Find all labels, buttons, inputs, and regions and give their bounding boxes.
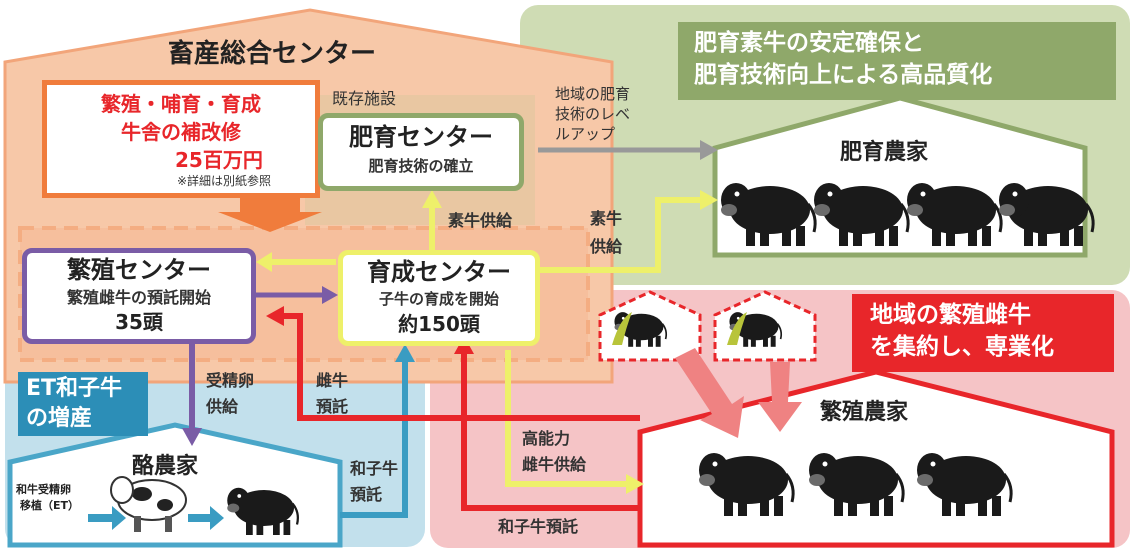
embryo-transfer-label-2: 移植（ET） — [20, 499, 80, 512]
high-perf-heifer-head — [626, 474, 644, 494]
center-title: 畜産総合センター — [168, 39, 377, 69]
et-label: ET和子牛 の増産 — [18, 372, 148, 436]
high-perf-heifer-label-1: 高能力 — [522, 429, 571, 448]
wagyu-consign-dairy-head — [395, 344, 415, 362]
renovation-down-arrow — [218, 196, 322, 232]
calf-supply-right-label-2: 供給 — [590, 237, 623, 256]
renovation-line2: 牛舎の補改修 — [121, 120, 241, 144]
calf-supply-up-head — [422, 190, 442, 208]
fattening-center-box: 肥育センター 肥育技術の確立 — [318, 113, 524, 191]
calf-supply-right-head — [700, 190, 718, 210]
et-label-line2: の増産 — [26, 406, 93, 431]
calf-supply-right-label-1: 素牛 — [590, 209, 623, 228]
fattening-farm-label: 肥育農家 — [840, 140, 929, 165]
existing-facility-label: 既存施設 — [332, 89, 397, 108]
breeding-farm-label: 繁殖農家 — [820, 400, 909, 425]
plant-icon — [612, 312, 632, 345]
goal-fattening-line2: 肥育技術向上による高品質化 — [694, 62, 993, 88]
fattening-center-subtitle: 肥育技術の確立 — [368, 157, 474, 175]
breeding-to-rearing-head — [322, 286, 338, 304]
renovation-note: ※詳細は別紙参照 — [177, 174, 272, 188]
rearing-center-box: 育成センター 子牛の育成を開始 約150頭 — [338, 250, 540, 346]
high-perf-heifer-arrow — [505, 350, 626, 487]
levelup-label-2: 技術のレベ — [555, 105, 631, 123]
levelup-arrowhead — [700, 140, 718, 160]
rearing-to-breeding-head — [256, 252, 272, 272]
breeding-center-subtitle: 繁殖雌牛の預託開始 — [66, 288, 211, 307]
wagyu-consign-bottom-arrow — [461, 352, 640, 511]
et-transfer-arrow — [88, 506, 126, 530]
et-label-line1: ET和子牛 — [26, 376, 123, 401]
calf-supply-right-arrow — [540, 197, 700, 273]
fattening-center-title: 肥育センター — [349, 123, 493, 151]
goal-fattening-line1: 肥育素牛の安定確保と — [694, 30, 924, 56]
calf-birth-arrow — [188, 506, 224, 530]
pink-arrow-down-2 — [758, 362, 802, 432]
renovation-box: 繁殖・哺育・育成 牛舎の補改修 25百万円 ※詳細は別紙参照 — [42, 80, 320, 198]
levelup-label-3: ルアップ — [555, 125, 616, 143]
breeding-center-count: 35頭 — [115, 310, 163, 334]
rearing-center-subtitle: 子牛の育成を開始 — [378, 290, 499, 308]
rearing-center-title: 育成センター — [367, 258, 511, 286]
rearing-center-count: 約150頭 — [398, 312, 480, 336]
calf-supply-up-label: 素牛供給 — [448, 211, 513, 230]
wagyu-consign-bottom-label: 和子牛預託 — [498, 517, 579, 536]
heifer-consign-label-2: 預託 — [316, 397, 349, 416]
breeding-center-box: 繁殖センター 繁殖雌牛の預託開始 35頭 — [22, 248, 256, 344]
dairy-farm-label: 酪農家 — [132, 454, 199, 479]
breeding-center-title: 繁殖センター — [67, 256, 211, 284]
goal-breeding-line1: 地域の繁殖雌牛 — [870, 302, 1031, 328]
embryo-supply-label-1: 受精卵 — [206, 371, 255, 390]
goal-breeding-banner: 地域の繁殖雌牛 を集約し、専業化 — [852, 294, 1114, 372]
heifer-consign-label-1: 雌牛 — [316, 371, 349, 390]
wagyu-consign-dairy-label-2: 預託 — [350, 485, 383, 504]
dairy-cow-icon — [110, 476, 187, 532]
plant-icon — [727, 312, 747, 345]
embryo-supply-head — [182, 428, 202, 446]
embryo-transfer-label-1: 和牛受精卵 — [16, 483, 71, 496]
heifer-consign-head — [266, 306, 284, 326]
pink-arrow-down-1 — [675, 348, 744, 438]
heifer-consign-arrow — [282, 313, 640, 421]
renovation-cost: 25百万円 — [175, 148, 263, 172]
embryo-supply-label-2: 供給 — [206, 397, 239, 416]
wagyu-consign-dairy-arrow — [340, 360, 408, 518]
levelup-label-1: 地域の肥育 — [555, 85, 631, 103]
goal-fattening-banner: 肥育素牛の安定確保と 肥育技術向上による高品質化 — [678, 22, 1116, 100]
wagyu-consign-dairy-label-1: 和子牛 — [350, 459, 399, 478]
goal-breeding-line2: を集約し、専業化 — [870, 334, 1054, 360]
renovation-line1: 繁殖・哺育・育成 — [101, 92, 261, 116]
high-perf-heifer-label-2: 雌牛供給 — [522, 455, 587, 474]
